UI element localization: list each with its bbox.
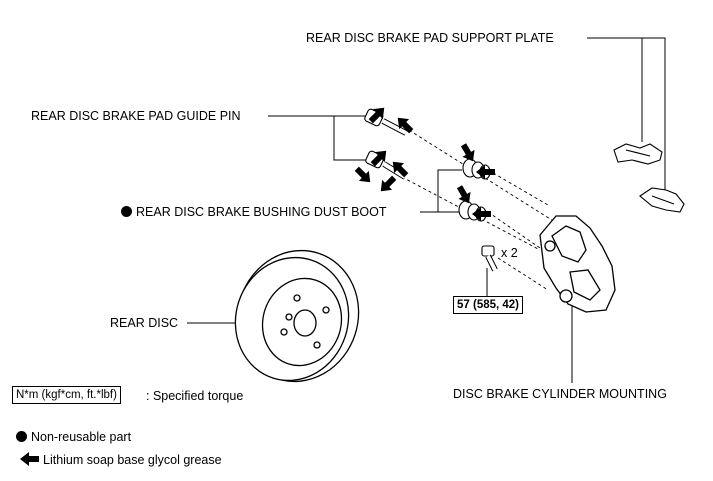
label-dust-boot: REAR DISC BRAKE BUSHING DUST BOOT <box>136 205 387 219</box>
legend-non-reusable: Non-reusable part <box>16 430 131 444</box>
support-plate-lower <box>639 187 685 213</box>
disc-brake-cylinder-mounting <box>539 215 616 313</box>
grease-arrow-icon <box>375 172 400 197</box>
label-bolt-qty: x 2 <box>501 246 518 260</box>
torque-key-text: : Specified torque <box>146 389 244 403</box>
legend-non-reusable-text: Non-reusable part <box>31 430 132 444</box>
label-mounting: DISC BRAKE CYLINDER MOUNTING <box>453 387 667 401</box>
grease-arrow-icon <box>20 452 39 466</box>
filled-circle-icon <box>121 206 132 217</box>
grease-arrow-icon <box>351 163 376 188</box>
mounting-bolt <box>481 245 498 272</box>
filled-circle-icon <box>16 431 27 442</box>
label-support-plate: REAR DISC BRAKE PAD SUPPORT PLATE <box>306 31 554 45</box>
rear-disc <box>234 249 360 383</box>
label-dust-boot-row: REAR DISC BRAKE BUSHING DUST BOOT <box>121 205 387 219</box>
label-rear-disc: REAR DISC <box>110 316 179 330</box>
torque-key-box: N*m (kgf*cm, ft.*lbf) <box>12 386 121 404</box>
support-plate-upper <box>613 143 663 165</box>
leader-lines <box>187 37 666 383</box>
label-guide-pin: REAR DISC BRAKE PAD GUIDE PIN <box>31 109 241 123</box>
torque-value-box: 57 (585, 42) <box>453 296 524 314</box>
legend-grease-text: Lithium soap base glycol grease <box>43 453 222 467</box>
